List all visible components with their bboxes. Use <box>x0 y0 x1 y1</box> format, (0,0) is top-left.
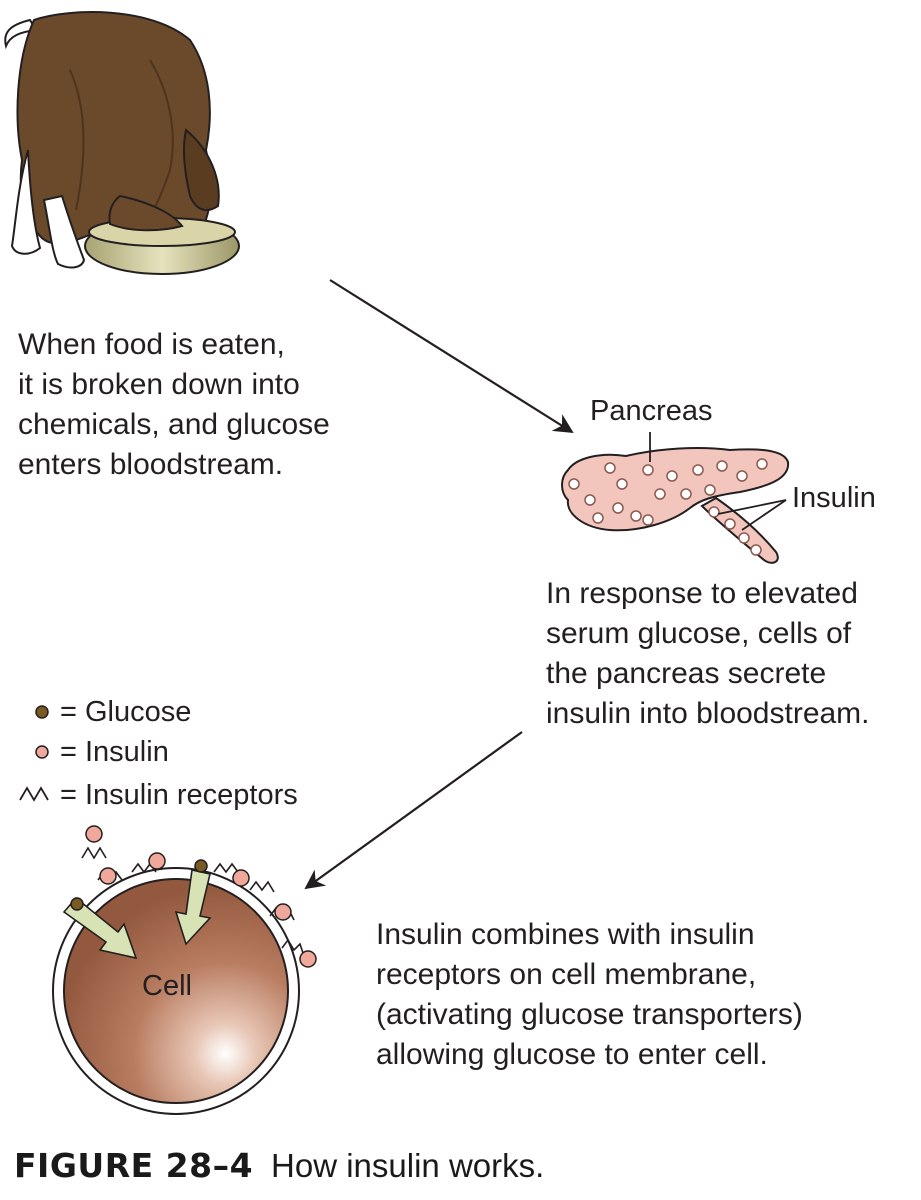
cell-label: Cell <box>142 970 192 1002</box>
legend-label: = Insulin <box>60 735 169 768</box>
glucose-dot-icon <box>35 705 49 719</box>
legend-item-insulin-receptors: = Insulin receptors <box>22 775 298 815</box>
pancreas-illustration <box>561 432 790 564</box>
step2-line: In response to elevated <box>546 577 858 610</box>
cell-illustration <box>52 825 317 1115</box>
figure-caption-text: How insulin works. <box>271 1147 545 1184</box>
arrow-food-to-pancreas <box>329 279 574 434</box>
step1-line: When food is eaten, <box>18 328 285 361</box>
step2-line: the pancreas secrete <box>546 657 827 690</box>
step3-line: receptors on cell membrane, <box>376 958 757 991</box>
insulin-dot-icon <box>35 745 49 759</box>
legend-label: = Glucose <box>60 695 192 728</box>
step2-line: serum glucose, cells of <box>546 617 852 650</box>
step3-line: Insulin combines with insulin <box>376 918 755 951</box>
legend-item-glucose: = Glucose <box>22 692 191 732</box>
legend-label: = Insulin receptors <box>60 778 298 811</box>
legend-symbols <box>19 705 49 802</box>
step3-text: Insulin combines with insulin receptors … <box>376 915 803 1075</box>
pancreas-label: Pancreas <box>590 395 713 427</box>
step1-line: it is broken down into <box>18 368 300 401</box>
insulin-label: Insulin <box>792 482 876 514</box>
step2-text: In response to elevated serum glucose, c… <box>546 574 870 734</box>
step2-line: insulin into bloodstream. <box>546 697 870 730</box>
step1-line: enters bloodstream. <box>18 448 284 481</box>
step3-line: (activating glucose transporters) <box>376 998 803 1031</box>
step1-text: When food is eaten, it is broken down in… <box>18 325 330 485</box>
dog-eating-illustration <box>4 11 240 275</box>
step3-line: allowing glucose to enter cell. <box>376 1038 768 1071</box>
arrow-pancreas-to-cell <box>304 731 523 890</box>
figure-number: FIGURE 28–4 <box>14 1146 254 1185</box>
step1-line: chemicals, and glucose <box>18 408 330 441</box>
figure-caption: FIGURE 28–4 How insulin works. <box>14 1146 544 1185</box>
legend-item-insulin: = Insulin <box>22 732 169 772</box>
insulin-receptor-icon <box>19 786 49 802</box>
